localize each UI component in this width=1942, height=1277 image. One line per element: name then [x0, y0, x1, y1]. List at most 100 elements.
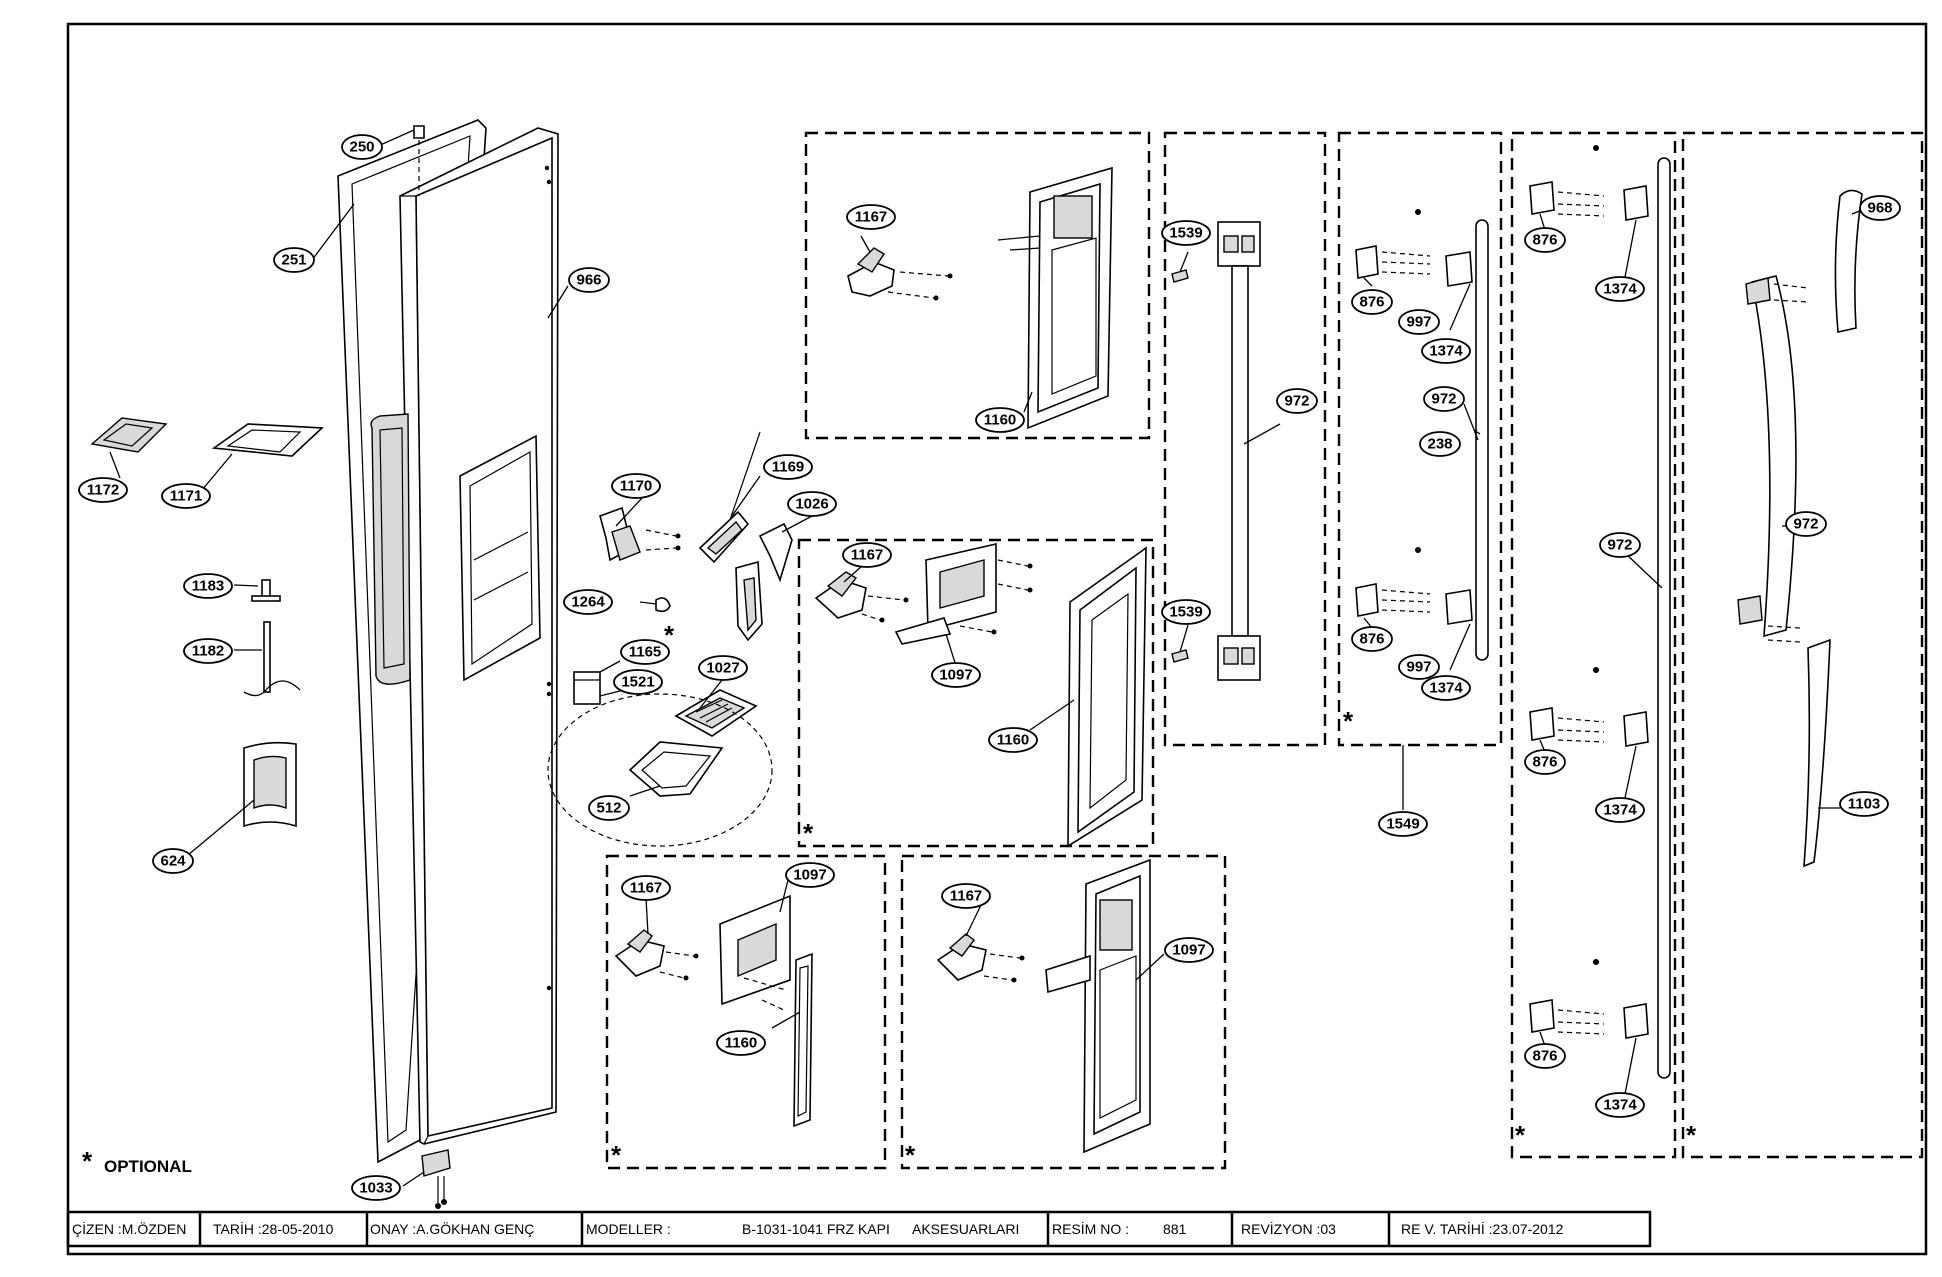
optional-note-star: *	[82, 1146, 93, 1176]
callout-1182: 1182	[183, 638, 233, 664]
group-box-h2	[1337, 131, 1503, 747]
callout-h3-1374-b: 1374	[1595, 797, 1645, 823]
callout-g2-1167: 1167	[842, 542, 892, 568]
svg-text:1171: 1171	[170, 488, 203, 505]
callout-h3-1374-c: 1374	[1595, 1092, 1645, 1118]
svg-text:1170: 1170	[620, 478, 653, 495]
optional-note-text: OPTIONAL	[104, 1157, 192, 1176]
tb-revizyon: REVİZYON :03	[1241, 1220, 1336, 1237]
callout-g2-1097: 1097	[931, 662, 981, 688]
callout-g3-1167: 1167	[621, 875, 671, 901]
optional-star-h2: *	[1343, 706, 1354, 736]
callout-g1-1167: 1167	[846, 204, 896, 230]
handle-group-1	[1171, 221, 1261, 681]
callout-g2-1160: 1160	[988, 727, 1038, 753]
callout-h3-972: 972	[1599, 532, 1641, 558]
optional-star-h4: *	[1686, 1120, 1697, 1150]
svg-text:1033: 1033	[359, 1180, 392, 1197]
group-box-h1	[1163, 131, 1327, 747]
svg-text:1374: 1374	[1603, 281, 1637, 298]
svg-text:1374: 1374	[1429, 343, 1463, 360]
optional-star-bl: *	[611, 1140, 622, 1170]
svg-text:1097: 1097	[1172, 942, 1205, 959]
tb-rev-tarihi: RE V. TARİHİ :23.07-2012	[1401, 1220, 1564, 1237]
svg-text:876: 876	[1532, 1048, 1557, 1065]
group-box-bl	[605, 854, 887, 1170]
callout-h2-1549: 1549	[1378, 811, 1428, 837]
callout-512: 512	[588, 795, 630, 821]
callout-h2-972: 972	[1423, 386, 1465, 412]
group-box-br	[900, 854, 1227, 1170]
callout-h2-876-top: 876	[1351, 289, 1393, 315]
group-box-mid	[797, 538, 1155, 848]
callout-g3-1097: 1097	[785, 862, 835, 888]
svg-text:1169: 1169	[772, 459, 805, 476]
handle-group-2	[1355, 209, 1489, 661]
callout-624: 624	[152, 848, 194, 874]
group-box-h4	[1681, 131, 1924, 1159]
callout-h4-972: 972	[1785, 511, 1827, 537]
callout-h3-1374-a: 1374	[1595, 276, 1645, 302]
dispenser-parts	[547, 431, 793, 847]
callout-g4-1097: 1097	[1164, 937, 1214, 963]
svg-text:1167: 1167	[950, 888, 983, 905]
svg-text:1374: 1374	[1603, 802, 1637, 819]
callout-h3-876-c: 876	[1524, 1043, 1566, 1069]
svg-text:972: 972	[1793, 516, 1818, 533]
callout-250: 250	[341, 134, 383, 160]
title-block: ÇİZEN :M.ÖZDEN TARİH :28-05-2010 ONAY :A…	[66, 1210, 1652, 1248]
drawing-frame	[66, 22, 1928, 1256]
svg-text:1539: 1539	[1169, 225, 1202, 242]
group-bl-parts	[614, 894, 813, 1128]
svg-text:1374: 1374	[1603, 1097, 1637, 1114]
group-br-parts	[936, 858, 1151, 1154]
svg-text:1374: 1374	[1429, 680, 1463, 697]
svg-text:1097: 1097	[939, 667, 972, 684]
svg-text:1160: 1160	[984, 412, 1017, 429]
svg-text:972: 972	[1607, 537, 1632, 554]
callout-h3-876-b: 876	[1524, 749, 1566, 775]
optional-star-mid: *	[803, 818, 814, 848]
group-mid-parts	[814, 542, 1147, 848]
callout-h4-968: 968	[1859, 195, 1901, 221]
tb-cizen: ÇİZEN :M.ÖZDEN	[72, 1220, 186, 1237]
svg-text:972: 972	[1431, 391, 1456, 408]
callout-1172: 1172	[78, 477, 128, 503]
group-box-h3	[1510, 131, 1677, 1159]
callout-966: 966	[568, 267, 610, 293]
callout-h1-972: 972	[1276, 388, 1318, 414]
group-top-parts	[847, 166, 1113, 430]
tb-resim-value: 881	[1163, 1221, 1187, 1237]
svg-text:624: 624	[160, 853, 186, 870]
svg-text:1167: 1167	[630, 880, 663, 897]
svg-text:876: 876	[1359, 631, 1384, 648]
svg-text:1160: 1160	[725, 1035, 758, 1052]
svg-text:1182: 1182	[192, 643, 225, 660]
svg-text:968: 968	[1867, 200, 1892, 217]
callout-h2-997-bottom: 997	[1398, 654, 1440, 680]
callout-1033: 1033	[351, 1175, 401, 1201]
svg-text:238: 238	[1427, 436, 1452, 453]
svg-text:1026: 1026	[795, 496, 828, 513]
callout-g4-1167: 1167	[941, 883, 991, 909]
callout-1170: 1170	[611, 473, 661, 499]
callout-h2-1374-top: 1374	[1421, 338, 1471, 364]
callout-1171: 1171	[161, 483, 211, 509]
svg-text:997: 997	[1406, 659, 1431, 676]
svg-text:1167: 1167	[855, 209, 888, 226]
callout-h2-997-top: 997	[1398, 309, 1440, 335]
tb-tarih: TARİH :28-05-2010	[213, 1220, 334, 1237]
tb-onay: ONAY :A.GÖKHAN GENÇ	[370, 1220, 534, 1237]
svg-text:1172: 1172	[87, 482, 120, 499]
svg-text:1264: 1264	[571, 594, 605, 611]
svg-text:876: 876	[1532, 232, 1557, 249]
callout-1027: 1027	[698, 655, 748, 681]
handle-group-3	[1529, 145, 1671, 1079]
svg-text:876: 876	[1532, 754, 1557, 771]
callout-1026: 1026	[787, 491, 837, 517]
callout-251: 251	[273, 247, 315, 273]
leader-lines	[109, 129, 1863, 1187]
callout-1183: 1183	[183, 573, 233, 599]
callout-1169: 1169	[763, 454, 813, 480]
